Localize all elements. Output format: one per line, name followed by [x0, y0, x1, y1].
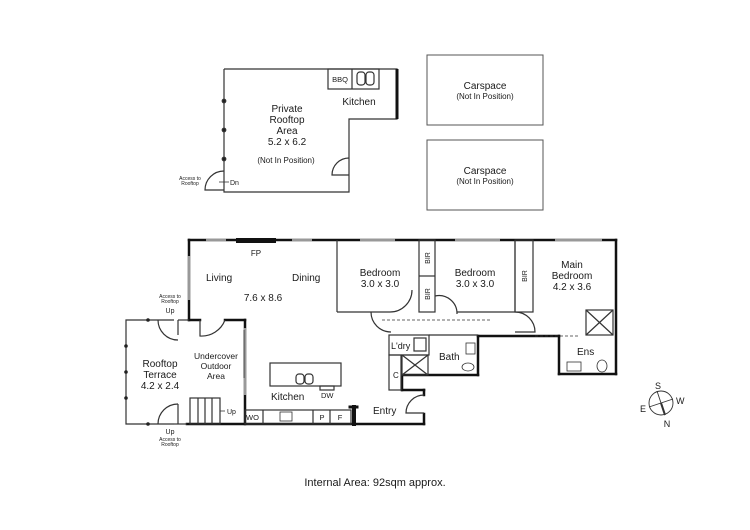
access-label-bottom-1: Access to [159, 437, 181, 443]
bedroom2-dims: 3.0 x 3.0 [456, 279, 495, 290]
pantry-label: P [319, 413, 324, 422]
fp-label: FP [251, 249, 261, 258]
carspace-1-note: (Not In Position) [456, 92, 514, 101]
compass-n: N [664, 419, 671, 429]
bedroom1-title: Bedroom [360, 268, 401, 279]
compass-s: S [655, 381, 661, 391]
up-label-bottom: Up [166, 429, 175, 436]
carspaces [426, 54, 544, 211]
bir-label-3: BIR [522, 270, 529, 282]
terrace-dims: 4.2 x 2.4 [141, 381, 180, 392]
terrace-title-2: Terrace [143, 370, 177, 381]
windows [187, 238, 602, 395]
internal-area-caption: Internal Area: 92sqm approx. [304, 477, 446, 489]
main-bedroom-title-2: Bedroom [552, 271, 593, 282]
access-label-top-1: Access to [159, 294, 181, 300]
bir-label-1: BIR [425, 252, 432, 264]
undercover-label-2: Outdoor [201, 361, 232, 371]
terrace-title-1: Rooftop [142, 359, 177, 370]
dn-label: Dn [230, 180, 239, 187]
entry-label: Entry [373, 406, 396, 417]
rooftop-access-label-2: Rooftop [181, 181, 199, 187]
fireplace [236, 238, 276, 243]
rooftop-area-title-1: Private [271, 104, 303, 115]
carspace-2-note: (Not In Position) [456, 177, 514, 186]
rooftop-area-title-3: Area [276, 126, 298, 137]
living-dims: 7.6 x 8.6 [244, 293, 283, 304]
main-bedroom-title-1: Main [561, 260, 583, 271]
up-label-top: Up [166, 308, 175, 315]
compass-w: W [676, 396, 685, 406]
carspace-2-title: Carspace [464, 166, 507, 177]
carspace-1-title: Carspace [464, 81, 507, 92]
rooftop-area-title-2: Rooftop [269, 115, 304, 126]
carspace-1 [426, 54, 544, 126]
undercover-label-1: Undercover [194, 351, 238, 361]
fridge-label: F [338, 413, 343, 422]
dining-label: Dining [292, 273, 320, 284]
access-label-bottom-2: Rooftop [161, 442, 179, 448]
rooftop-kitchen-label: Kitchen [342, 97, 375, 108]
rooftop-area-note: (Not In Position) [257, 156, 315, 165]
bbq-label: BBQ [332, 75, 348, 84]
terrace-posts [124, 318, 150, 426]
main-floor-walls [185, 238, 618, 426]
interior-walls [125, 239, 614, 425]
stairs-up-label: Up [227, 409, 236, 416]
dw-label: DW [321, 391, 334, 400]
undercover-label-3: Area [207, 371, 225, 381]
rooftop-access-label-1: Access to [179, 176, 201, 182]
compass-e: E [640, 404, 646, 414]
living-label: Living [206, 273, 232, 284]
bir-label-2: BIR [425, 288, 432, 300]
cupboard-label: C [393, 371, 399, 380]
ensuite-label: Ens [577, 347, 594, 358]
bath-label: Bath [439, 352, 460, 363]
rooftop-area [204, 68, 399, 193]
wo-label: WO [246, 413, 259, 422]
bedroom1-dims: 3.0 x 3.0 [361, 279, 400, 290]
carspace-2 [426, 139, 544, 211]
access-label-top-2: Rooftop [161, 299, 179, 305]
compass-icon [648, 390, 674, 416]
rooftop-area-dims: 5.2 x 6.2 [268, 137, 307, 148]
kitchen-label: Kitchen [271, 392, 304, 403]
main-bedroom-dims: 4.2 x 3.6 [553, 282, 592, 293]
bedroom2-title: Bedroom [455, 268, 496, 279]
laundry-label: L'dry [391, 341, 411, 351]
